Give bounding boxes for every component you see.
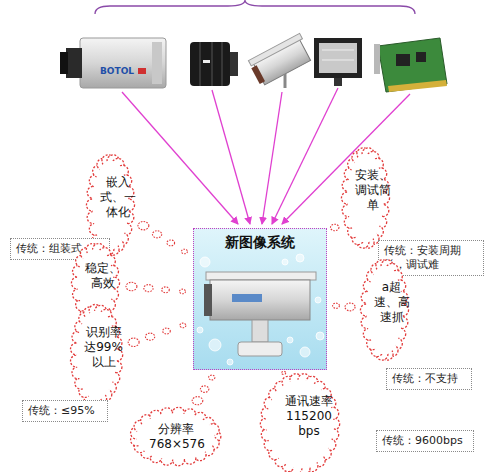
feature-cloud: 识别率达99%以上 — [69, 303, 124, 407]
feature-text: 稳定、高效 — [84, 261, 121, 291]
feature-text: 通讯速率115200 bps — [277, 394, 341, 439]
bubble-trail — [138, 222, 188, 254]
note-text: 传统：≤95% — [28, 404, 102, 418]
bubble-trail — [330, 224, 338, 231]
bubble-trail — [128, 323, 186, 346]
floodlight-image — [314, 38, 362, 86]
camera-image — [60, 38, 166, 88]
system-picture — [193, 228, 327, 370]
bubble-trail — [192, 375, 215, 405]
feature-text: 分辨率768×576 — [149, 422, 203, 452]
feature-cloud: a超速、高速抓 — [359, 258, 410, 362]
capture-card-image — [374, 38, 447, 92]
cloud-outline — [340, 146, 391, 250]
cloud-outline — [129, 406, 222, 467]
feature-text: 安装、调试简单 — [354, 168, 391, 213]
note-text: 传统：安装周期长，调试难 — [384, 244, 478, 272]
system-box: 新图像系统 — [193, 228, 327, 370]
feature-text: a超速、高速抓 — [373, 280, 410, 325]
system-title: 新图像系统 — [194, 234, 326, 252]
note-text: 传统：9600bps — [382, 434, 468, 448]
bubble-trail — [126, 282, 185, 293]
traditional-note: 传统：不支持 — [386, 368, 472, 390]
feature-text: 嵌入式、一体化 — [99, 175, 136, 220]
brand-label: BOTOL — [100, 66, 134, 76]
note-text: 传统：不支持 — [392, 372, 466, 386]
traditional-note: 传统：9600bps — [376, 430, 474, 452]
feature-cloud: 通讯速率115200 bps — [259, 372, 341, 472]
feature-text: 识别率达99%以上 — [83, 325, 124, 370]
feature-cloud: 安装、调试简单 — [340, 146, 391, 250]
bubble-trail — [333, 303, 355, 311]
feature-cloud: 分辨率768×576 — [129, 406, 222, 467]
housing-image — [248, 33, 314, 86]
traditional-note: 传统：≤95% — [22, 400, 108, 422]
lens-image — [190, 42, 238, 86]
brace — [95, 0, 415, 14]
bubble-trail — [282, 371, 286, 374]
